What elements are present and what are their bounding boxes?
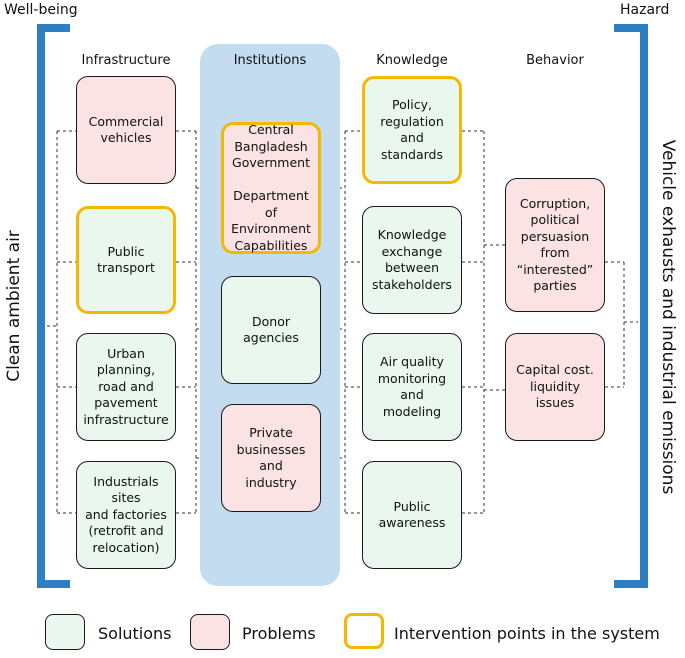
node-industrial-sites: Industrials sites and factories (retrofi… bbox=[76, 461, 176, 569]
node-commercial-vehicles: Commercial vehicles bbox=[76, 76, 176, 184]
node-private-businesses: Private businesses and industry bbox=[221, 404, 321, 512]
legend-label-problems: Problems bbox=[242, 624, 316, 643]
legend-label-solutions: Solutions bbox=[98, 624, 172, 643]
hazard-label: Hazard bbox=[620, 2, 670, 18]
vehicle-exhausts-label: Vehicle exhausts and industrial emission… bbox=[658, 139, 678, 495]
node-policy-regulation: Policy, regulation and standards bbox=[362, 76, 462, 184]
node-knowledge-exchange: Knowledge exchange between stakeholders bbox=[362, 206, 462, 314]
right-bracket bbox=[614, 24, 648, 588]
node-central-government: Central Bangladesh Government Department… bbox=[221, 122, 321, 254]
legend-label-intervention: Intervention points in the system bbox=[394, 624, 660, 643]
left-bracket bbox=[37, 24, 70, 588]
node-donor-agencies: Donor agencies bbox=[221, 276, 321, 384]
well-being-label: Well-being bbox=[4, 2, 78, 18]
node-corruption: Corruption, political persuasion from “i… bbox=[505, 178, 605, 312]
node-public-transport: Public transport bbox=[76, 206, 176, 314]
clean-ambient-air-label: Clean ambient air bbox=[4, 230, 24, 382]
node-urban-planning: Urban planning, road and pavement infras… bbox=[76, 333, 176, 441]
node-public-awareness: Public awareness bbox=[362, 461, 462, 569]
column-title-institutions: Institutions bbox=[233, 53, 307, 68]
column-title-infrastructure: Infrastructure bbox=[81, 53, 171, 68]
node-capital-cost: Capital cost. liquidity issues bbox=[505, 333, 605, 441]
legend-swatch-solutions bbox=[45, 614, 85, 650]
column-title-knowledge: Knowledge bbox=[376, 53, 448, 68]
node-air-quality-monitoring: Air quality monitoring and modeling bbox=[362, 333, 462, 441]
legend-swatch-intervention bbox=[344, 613, 384, 649]
legend-swatch-problems bbox=[190, 614, 230, 650]
column-title-behavior: Behavior bbox=[526, 53, 584, 68]
